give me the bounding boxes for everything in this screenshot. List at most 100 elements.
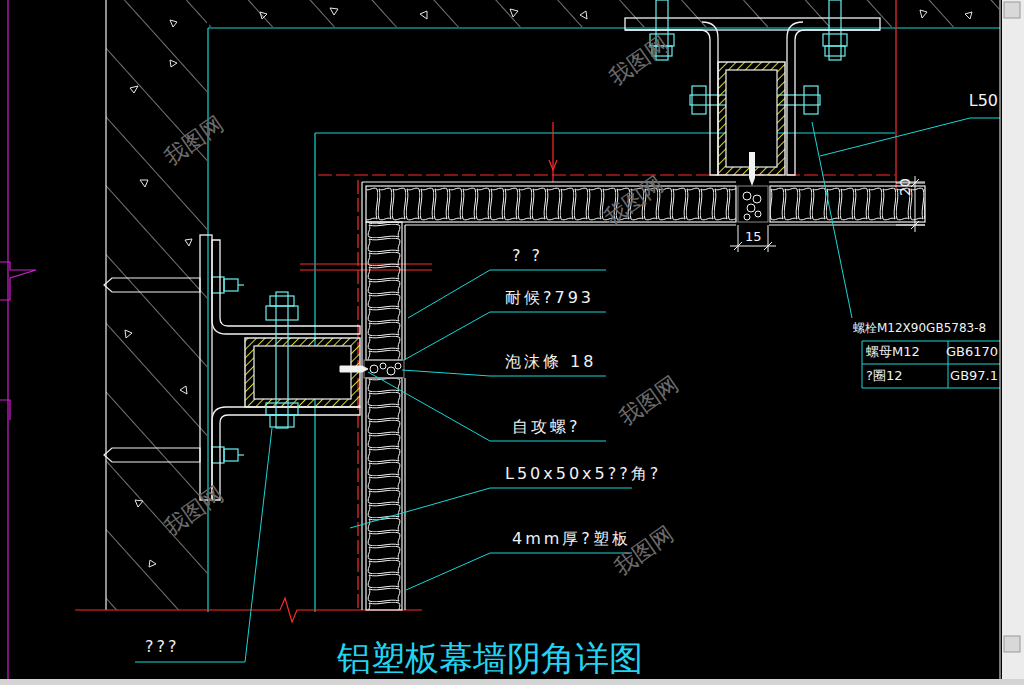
drawing-part xyxy=(862,341,863,388)
aggregate-triangles xyxy=(125,20,192,567)
drawing-part xyxy=(135,662,245,663)
drawing-part xyxy=(7,0,8,685)
drawing-part xyxy=(238,284,244,285)
part-label: 自攻螺? xyxy=(512,418,581,436)
drawing-part xyxy=(395,363,401,369)
drawing-part xyxy=(130,86,138,93)
drawing-part xyxy=(490,553,632,554)
watermark: 我图网 xyxy=(605,32,673,90)
part-label: L50x50x5??角? xyxy=(505,465,661,483)
drawing-part xyxy=(915,176,916,232)
drawing-part xyxy=(549,160,557,170)
drawing-part xyxy=(185,239,192,246)
dimension-line xyxy=(730,176,925,252)
parts-table xyxy=(862,341,1000,388)
drawing-part xyxy=(420,11,427,19)
drawing-part xyxy=(135,500,143,507)
drawing-part xyxy=(552,122,553,182)
table-cell: GB6170 xyxy=(946,345,998,359)
drawing-part xyxy=(744,214,750,220)
dimension: 20 xyxy=(898,178,913,196)
drawing-part xyxy=(380,363,386,369)
watermark: 我图网 xyxy=(600,172,668,230)
drawing-part xyxy=(920,10,927,18)
scroll-button xyxy=(1004,2,1020,18)
drawing-part xyxy=(212,240,360,334)
drawing-part xyxy=(804,86,818,114)
drawing-part xyxy=(315,132,895,133)
drawing-part xyxy=(490,312,606,313)
drawing-part xyxy=(0,400,10,420)
drawing-part xyxy=(911,221,919,229)
drawing-part xyxy=(734,242,742,250)
part-label: 泡沫條 18 xyxy=(505,353,596,371)
red-line xyxy=(75,0,896,622)
drawing-part xyxy=(104,448,200,462)
drawing-part xyxy=(404,225,405,360)
drawing-part xyxy=(769,224,925,225)
drawing-part xyxy=(224,449,238,461)
drawing-part xyxy=(254,346,351,399)
drawing-part xyxy=(862,364,1000,365)
drawing-part xyxy=(140,180,148,187)
drawing-part xyxy=(180,386,187,394)
drawing-part xyxy=(370,365,378,373)
panel-vertical xyxy=(366,378,402,610)
drawing-part xyxy=(149,560,156,567)
scroll-button xyxy=(1004,636,1020,652)
drawing-part xyxy=(368,372,490,441)
part-label: 4mm厚?塑板 xyxy=(512,530,631,548)
drawing-part xyxy=(749,152,755,186)
drawing-part xyxy=(276,292,288,428)
magenta-fragment xyxy=(0,0,36,685)
drawing-part xyxy=(212,277,224,293)
drawing-part xyxy=(820,118,970,156)
drawing-part xyxy=(224,279,238,291)
foam-rod xyxy=(364,186,768,378)
watermark: 我图网 xyxy=(160,112,228,170)
drawing-part xyxy=(490,270,606,271)
table-cell: ?圈12 xyxy=(866,369,902,383)
drawing-part xyxy=(747,204,755,212)
drawing-part xyxy=(170,20,177,27)
drawing-part xyxy=(764,242,772,250)
drawing-part xyxy=(212,407,360,500)
part-label: ? ? xyxy=(512,247,543,265)
drawing-part xyxy=(212,447,224,463)
drawing-part xyxy=(104,278,200,292)
part-label: 耐候?793 xyxy=(505,289,594,307)
part-label: L50 xyxy=(969,92,998,110)
drawing-part xyxy=(965,12,972,19)
drawing-part xyxy=(340,366,368,372)
drawing-part xyxy=(895,0,896,190)
drawing-part xyxy=(260,12,267,19)
drawing-part xyxy=(170,60,177,67)
drawing-part xyxy=(402,370,490,376)
drawing-part xyxy=(362,181,736,182)
drawing-part xyxy=(970,118,1000,119)
dimension: 15 xyxy=(745,230,762,244)
drawing-part xyxy=(625,18,880,30)
table-cell: GB97.1 xyxy=(950,369,998,383)
cyan-outline xyxy=(208,28,1000,612)
part-label: ??? xyxy=(145,638,179,656)
view-border xyxy=(1000,0,1001,680)
drawing-part xyxy=(238,454,244,455)
drawing-part xyxy=(330,8,338,15)
drawing-part xyxy=(0,262,36,300)
drawing-part xyxy=(755,211,761,217)
left-support xyxy=(104,235,368,500)
drawing-part xyxy=(812,122,852,318)
watermark: 我图网 xyxy=(160,482,228,540)
drawing-part xyxy=(405,224,736,225)
drawing-part xyxy=(510,9,518,17)
scrollbar xyxy=(1002,0,1024,685)
drawing-part xyxy=(404,312,490,360)
drawing-part xyxy=(862,388,1000,389)
drawing-part xyxy=(245,428,272,662)
drawing-part xyxy=(730,246,776,247)
drawing-part xyxy=(361,182,362,610)
